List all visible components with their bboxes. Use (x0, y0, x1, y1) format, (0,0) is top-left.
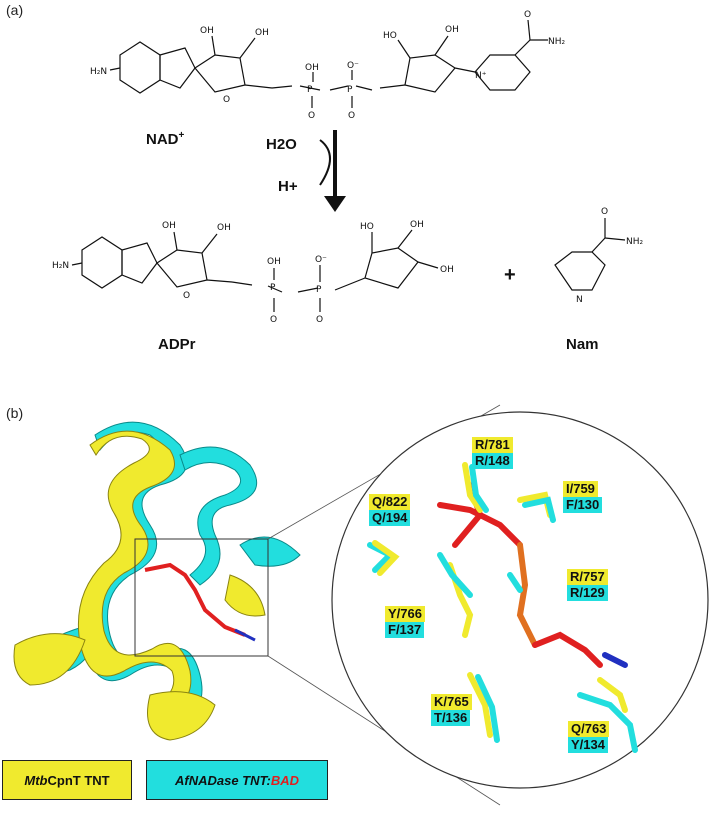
svg-text:O: O (183, 291, 190, 301)
proton-label: H+ (278, 178, 298, 195)
svg-text:OH: OH (440, 265, 454, 275)
svg-text:P: P (270, 283, 276, 293)
svg-text:N⁺: N⁺ (475, 71, 487, 81)
svg-text:OH: OH (200, 26, 214, 36)
nad-structure: H₂N OH OH O OH P O O⁻ P O HO OH N⁺ NH₂ O… (52, 10, 644, 325)
svg-text:P: P (347, 85, 353, 95)
svg-text:P: P (307, 85, 313, 95)
svg-text:NH₂: NH₂ (548, 37, 566, 47)
residue-label-y766: Y/766 F/137 (385, 606, 425, 638)
svg-text:O: O (308, 111, 315, 121)
svg-text:OH: OH (267, 257, 281, 267)
residue-label-k765: K/765 T/136 (431, 694, 472, 726)
svg-text:OH: OH (445, 25, 459, 35)
svg-text:O: O (270, 315, 277, 325)
svg-text:H₂N: H₂N (90, 67, 107, 77)
svg-text:O: O (601, 207, 608, 217)
svg-text:H₂N: H₂N (52, 261, 69, 271)
residue-label-r781: R/781 R/148 (472, 437, 513, 469)
adpr-label: ADPr (158, 336, 196, 353)
svg-text:HO: HO (383, 31, 397, 41)
plus-sign: + (504, 264, 516, 286)
nad-label: NAD+ (146, 130, 185, 148)
svg-text:O: O (524, 10, 531, 20)
residue-label-q763: Q/763 Y/134 (568, 721, 610, 753)
protein-structure (13, 404, 709, 806)
svg-text:N: N (576, 295, 583, 305)
residue-label-q822: Q/822 Q/194 (369, 494, 411, 526)
svg-text:OH: OH (217, 223, 231, 233)
svg-text:OH: OH (162, 221, 176, 231)
svg-text:O: O (223, 95, 230, 105)
svg-text:O⁻: O⁻ (315, 255, 327, 265)
svg-text:O⁻: O⁻ (347, 61, 359, 71)
svg-text:HO: HO (360, 222, 374, 232)
residue-label-i759: I/759 F/130 (563, 481, 603, 513)
panel-a-label: (a) (6, 2, 24, 18)
nam-label: Nam (566, 336, 599, 353)
svg-text:P: P (316, 285, 322, 295)
panel-b-label: (b) (6, 405, 24, 421)
svg-text:OH: OH (255, 28, 269, 38)
water-label: H2O (266, 136, 297, 153)
svg-text:OH: OH (410, 220, 424, 230)
svg-text:NH₂: NH₂ (626, 237, 644, 247)
residue-label-r757: R/757 R/129 (567, 569, 608, 601)
svg-text:O: O (316, 315, 323, 325)
legend-afnadase: AfNADase TNT:BAD (146, 760, 328, 800)
svg-text:O: O (348, 111, 355, 121)
svg-text:OH: OH (305, 63, 319, 73)
